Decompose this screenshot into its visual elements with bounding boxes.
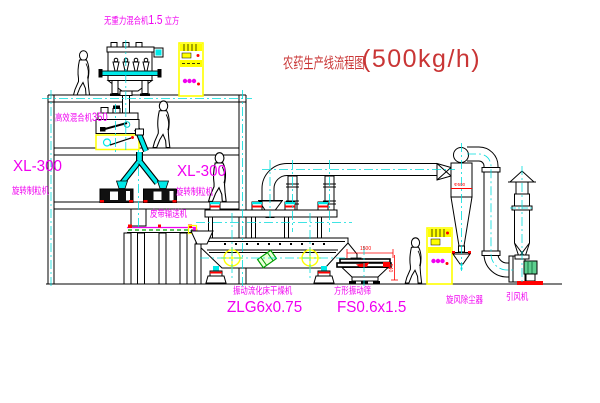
label-dryer-model: ZLG6x0.75	[227, 299, 303, 316]
cabinet-indicator-dots-right	[431, 258, 449, 265]
induced-draft-fan	[508, 255, 543, 285]
granulator-left	[99, 188, 134, 203]
label-screen-model: FS0.6x1.5	[337, 299, 407, 316]
screen-dimensions	[346, 249, 398, 281]
dim-cyclone: Φ500	[454, 182, 466, 187]
cabinet-indicator-dots	[182, 78, 200, 86]
mixer-350	[95, 105, 149, 153]
belt-conveyor	[123, 224, 198, 285]
dryer-stubs	[209, 201, 329, 211]
dryer-feed-hopper	[190, 230, 214, 285]
dryer-foot-left	[205, 266, 227, 284]
person-floor2	[152, 100, 171, 149]
label-granulator-left-name: 旋转制粒机	[12, 186, 50, 197]
label-screen-name: 方形振动筛	[334, 286, 372, 297]
dryer-bolts	[224, 243, 325, 245]
vibration-motor	[256, 249, 278, 269]
label-top-mixer: 无重力混合机1.5 立方	[104, 12, 180, 27]
control-cabinet-right	[426, 227, 453, 285]
granulator-right	[143, 188, 177, 203]
person-roof	[73, 50, 90, 96]
dim-screen-length: 1500	[360, 246, 372, 252]
label-cyclone: 旋风除尘器	[446, 295, 484, 306]
label-mixer2: 高效混合机350	[55, 110, 108, 124]
centerlines	[42, 40, 523, 288]
label-granulator-right-model: XL-300	[177, 163, 227, 180]
diagram-title: 农药生产线流程图	[283, 55, 365, 72]
y-chute	[115, 152, 170, 189]
person-ground	[404, 237, 423, 284]
label-fan: 引风机	[506, 292, 529, 303]
dryer-foot-right	[313, 266, 335, 284]
label-dryer-name: 振动流化床干燥机	[233, 286, 293, 297]
label-granulator-right-name: 旋转制粒机	[176, 187, 214, 198]
label-granulator-left-model: XL-300	[13, 158, 63, 175]
label-belt-conveyor: 皮带输送机	[150, 209, 188, 220]
gravity-free-mixer	[98, 42, 164, 114]
diagram-title-capacity: (500kg/h)	[362, 45, 482, 73]
dim-screen-height: 540	[387, 264, 393, 273]
control-cabinet-top	[178, 42, 204, 97]
